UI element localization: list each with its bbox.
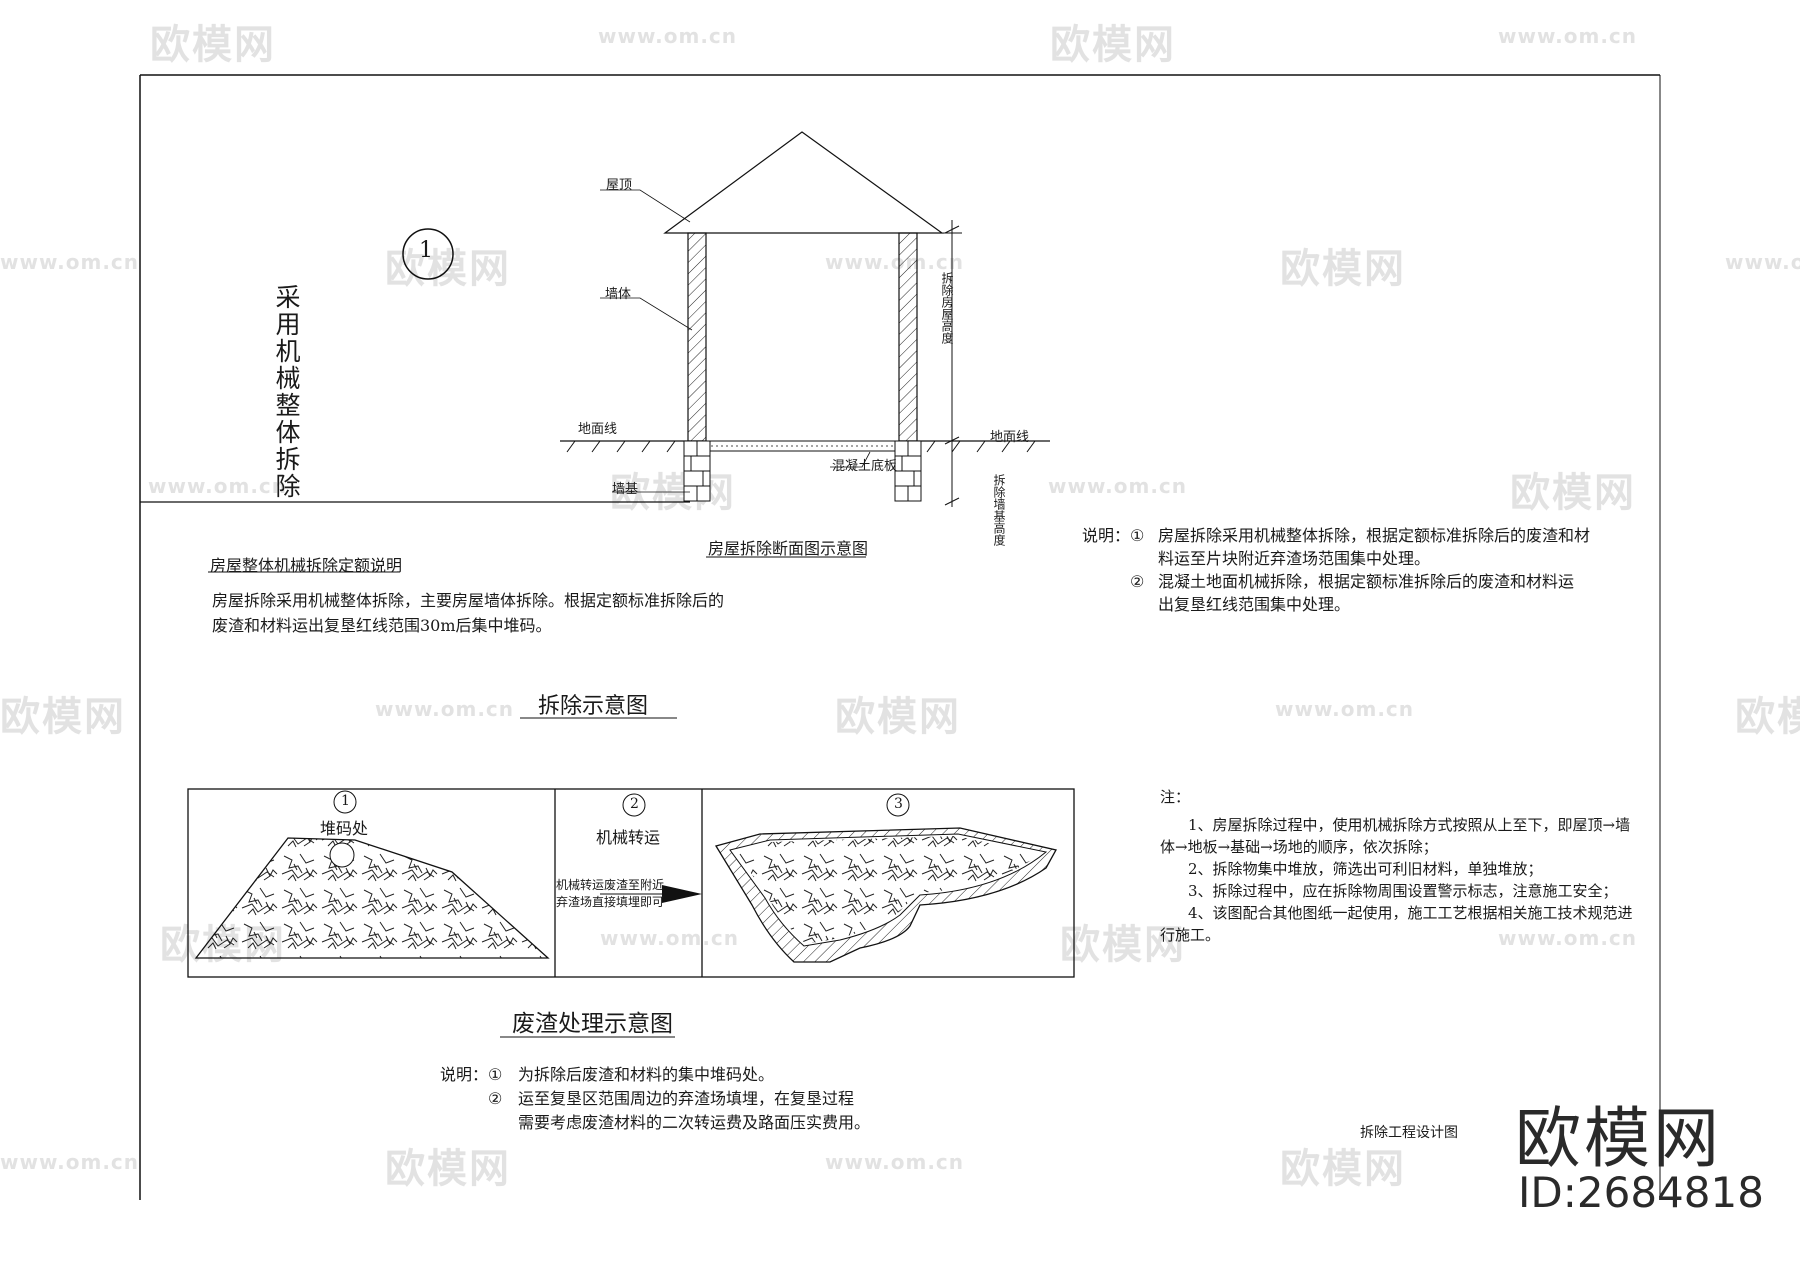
label-foundation-height: 拆除墙基高度 <box>992 474 1006 546</box>
right-notes: 说明： ① 房屋拆除采用机械整体拆除，根据定额标准拆除后的废渣和材 料运至片块附… <box>1082 524 1590 616</box>
quota-text-line: 房屋拆除采用机械整体拆除，主要房屋墙体拆除。根据定额标准拆除后的 <box>212 591 725 610</box>
remarks-title: 注： <box>1160 788 1191 806</box>
waste-notes: 说明： ① 为拆除后废渣和材料的集中堆码处。 ② 运至复垦区范围周边的弃渣场填埋… <box>440 1063 870 1135</box>
remarks-line: 1、房屋拆除过程中，使用机械拆除方式按照从上至下，即屋顶→墙 <box>1188 816 1631 834</box>
waste-note-line: 运至复垦区范围周边的弃渣场填埋，在复垦过程 <box>518 1089 855 1108</box>
remarks-line: 2、拆除物集中堆放，筛选出可利旧材料，单独堆放； <box>1188 860 1543 878</box>
waste-note-num: ① <box>488 1065 503 1084</box>
quota-title: 房屋整体机械拆除定额说明 <box>210 556 403 575</box>
section-caption: 房屋拆除断面图示意图 <box>708 539 869 558</box>
vertical-title: 采用机械整体拆除 <box>272 284 301 500</box>
label-concrete-slab: 混凝土底板 <box>832 459 898 474</box>
panel-2-text-line: 机械转运废渣至附近 <box>556 878 665 892</box>
label-ground-left: 地面线 <box>578 422 618 437</box>
right-note-num: ① <box>1130 526 1145 545</box>
waste-note-num: ② <box>488 1089 503 1108</box>
sheet-border <box>139 74 1661 1200</box>
panel-2-text-line: 弃渣场直接填埋即可 <box>556 895 665 909</box>
panel-2-number: 2 <box>630 796 639 812</box>
right-note-num: ② <box>1130 572 1145 591</box>
waste-notes-prefix: 说明： <box>440 1065 489 1084</box>
panel-3-number: 3 <box>894 796 903 812</box>
brand-id: ID:2684818 <box>1518 1168 1764 1217</box>
panel-2-text: 机械转运废渣至附近 弃渣场直接填埋即可 <box>556 877 664 911</box>
waste-panels <box>187 788 1075 978</box>
right-notes-prefix: 说明： <box>1082 526 1131 545</box>
remarks-line: 3、拆除过程中，应在拆除物周围设置警示标志，注意施工安全； <box>1188 882 1618 900</box>
remarks-line: 4、该图配合其他图纸一起使用，施工工艺根据相关施工技术规范进 <box>1188 904 1633 922</box>
waste-title: 废渣处理示意图 <box>512 1011 673 1037</box>
remarks-line: 行施工。 <box>1160 926 1221 944</box>
section-marker-number: 1 <box>419 238 433 263</box>
label-house-height: 拆除房屋高度 <box>940 272 954 344</box>
brand-logo: 欧模网 <box>1515 1100 1722 1177</box>
waste-note-line: 需要考虑废渣材料的二次转运费及路面压实费用。 <box>518 1113 871 1132</box>
sheet-title: 拆除工程设计图 <box>1360 1125 1458 1141</box>
right-note-line: 出复垦红线范围集中处理。 <box>1158 595 1351 614</box>
demolition-title: 拆除示意图 <box>538 694 649 719</box>
panel-1-label: 堆码处 <box>320 819 369 838</box>
label-wall-foundation: 墙基 <box>612 482 639 497</box>
label-wall: 墙体 <box>605 287 632 302</box>
panel-2-label: 机械转运 <box>596 828 661 847</box>
right-note-line: 料运至片块附近弃渣场范围集中处理。 <box>1158 549 1431 568</box>
right-note-line: 房屋拆除采用机械整体拆除，根据定额标准拆除后的废渣和材 <box>1158 526 1591 545</box>
section-marker-circle <box>402 228 454 280</box>
waste-note-line: 为拆除后废渣和材料的集中堆码处。 <box>518 1065 775 1084</box>
quota-text-line: 废渣和材料运出复垦红线范围30m后集中堆码。 <box>212 616 552 635</box>
label-ground-right: 地面线 <box>990 430 1030 445</box>
panel-1-number: 1 <box>341 793 350 809</box>
label-roof: 屋顶 <box>606 178 633 193</box>
house-section <box>560 131 1050 507</box>
quota-text: 房屋拆除采用机械整体拆除，主要房屋墙体拆除。根据定额标准拆除后的 废渣和材料运出… <box>212 588 724 638</box>
remarks-line: 体→地板→基础→场地的顺序，依次拆除； <box>1160 838 1438 856</box>
right-note-line: 混凝土地面机械拆除，根据定额标准拆除后的废渣和材料运 <box>1158 572 1575 591</box>
remarks: 注： 1、房屋拆除过程中，使用机械拆除方式按照从上至下，即屋顶→墙 体→地板→基… <box>1160 786 1633 946</box>
